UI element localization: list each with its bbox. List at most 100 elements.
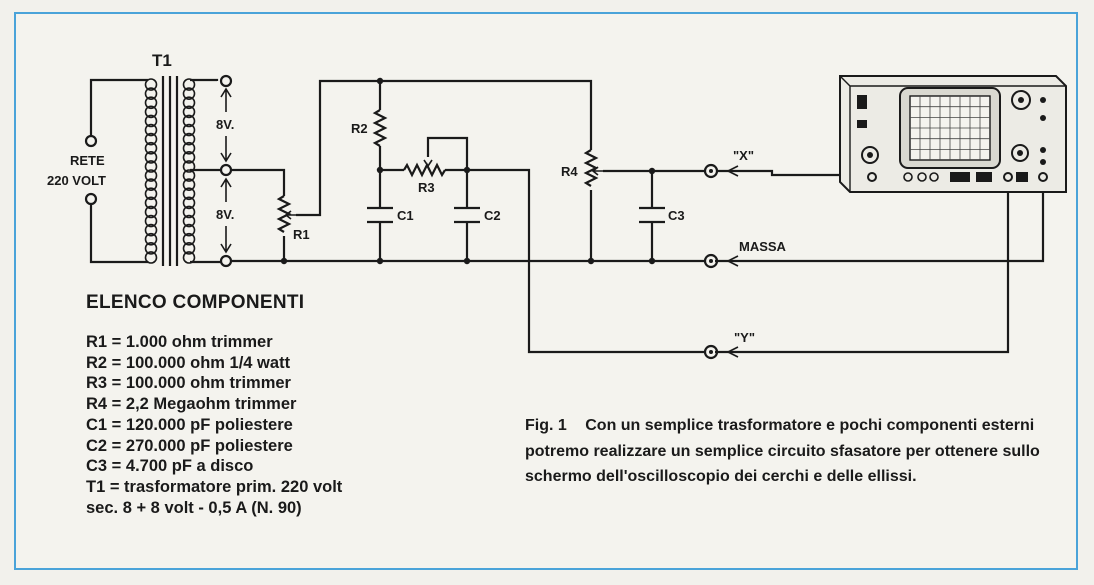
component-list-item: C1 = 120.000 pF poliestere <box>86 415 293 434</box>
transformer-label: T1 <box>152 51 172 70</box>
capacitor-c2-plates <box>454 206 480 224</box>
arrow-y-input <box>726 346 739 358</box>
junction-dot <box>376 166 384 174</box>
primary-coil-turn <box>144 132 158 146</box>
oscilloscope-screen-grid <box>910 96 990 160</box>
oscilloscope-control-knob <box>917 172 927 182</box>
arrow-massa-input <box>726 255 739 267</box>
junction-dot <box>280 257 288 265</box>
oscilloscope-indicator <box>1040 97 1046 103</box>
component-list-item: R1 = 1.000 ohm trimmer <box>86 333 273 351</box>
primary-coil-turn <box>144 105 158 119</box>
terminal-y <box>703 344 719 360</box>
terminal-top <box>219 74 233 88</box>
secondary-wire-top <box>190 78 219 82</box>
primary-coil-turn <box>144 251 158 264</box>
figure-caption-text: Con un semplice trasformatore e pochi co… <box>525 417 1040 485</box>
terminal-massa-center <box>709 259 713 263</box>
primary-coil-turn <box>144 205 158 219</box>
secondary-coil-turn <box>182 242 196 255</box>
secondary-coil-turn <box>182 105 196 119</box>
oscilloscope-knob-top-right <box>1011 90 1031 110</box>
voltage-label-lower: 8V. <box>216 207 234 222</box>
junction-dot <box>376 77 384 85</box>
capacitor-c1-label: C1 <box>397 208 414 223</box>
primary-coil-turn <box>144 169 158 182</box>
secondary-coil-turn <box>182 141 196 155</box>
resistor-r2-label: R2 <box>351 121 368 136</box>
resistor-r2-zigzag <box>372 109 388 147</box>
secondary-coil-turn <box>182 205 196 219</box>
wire-r3-to-y-output <box>445 168 705 354</box>
scope-ground-socket <box>1038 172 1048 182</box>
secondary-coil-turn <box>182 78 196 91</box>
terminal-bottom <box>219 254 233 268</box>
component-list-item: T1 = trasformatore prim. 220 volt <box>86 477 343 496</box>
resistor-r1-zigzag <box>276 195 292 233</box>
secondary-coil-turn <box>182 214 196 228</box>
mains-terminal-bottom <box>84 192 98 206</box>
capacitor-c3-plates <box>639 206 665 224</box>
terminal-x <box>703 163 719 179</box>
component-list-item: R2 = 100.000 ohm 1/4 watt <box>86 353 291 372</box>
oscilloscope-switch-middle <box>857 120 867 128</box>
primary-coil-turn <box>144 214 158 228</box>
wire-y-to-scope <box>715 189 1010 354</box>
mains-wire-bottom <box>89 204 148 264</box>
secondary-coil-turn <box>182 123 196 137</box>
resistor-r3: R3 <box>403 159 446 195</box>
junction-dot <box>648 167 656 175</box>
oscilloscope-indicator <box>1040 115 1046 121</box>
oscilloscope-indicator <box>1040 159 1046 165</box>
resistor-r3-zigzag <box>403 162 446 178</box>
primary-coil-turn <box>144 151 158 164</box>
capacitor-c2: C2 <box>454 206 501 224</box>
oscilloscope-illustration <box>839 75 1067 193</box>
secondary-coil-turn <box>182 160 196 173</box>
secondary-coil-turn <box>182 196 196 210</box>
secondary-coil-turn <box>182 178 196 191</box>
secondary-terminals: 8V. 8V. <box>216 74 234 268</box>
oscilloscope-knob-right-center <box>1017 150 1023 156</box>
oscilloscope-switch-block <box>950 172 970 182</box>
primary-coil-turn <box>144 96 158 110</box>
wire-r3-wiper-c2-branch <box>426 136 469 261</box>
component-list-item: C2 = 270.000 pF poliestere <box>86 436 293 455</box>
capacitor-c3-label: C3 <box>668 208 685 223</box>
secondary-coil-turn <box>182 187 196 201</box>
terminal-y-center <box>709 350 713 354</box>
component-list-item: sec. 8 + 8 volt - 0,5 A (N. 90) <box>86 498 302 517</box>
primary-coil-turn <box>144 178 158 191</box>
secondary-coil-turn <box>182 251 196 264</box>
primary-coil-turn <box>144 160 158 173</box>
secondary-coil-turn <box>182 96 196 110</box>
resistor-r1: R1 <box>276 195 310 242</box>
junction-dot <box>376 257 384 265</box>
arrow-upper-bottom <box>220 136 232 163</box>
component-list-title: ELENCO COMPONENTI <box>86 292 305 313</box>
transformer-t1: T1 <box>144 51 221 266</box>
arrow-lower-bottom <box>220 226 232 254</box>
oscilloscope-knob-left <box>861 146 879 164</box>
mains-wire-top <box>89 78 148 136</box>
oscilloscope-switch-top <box>857 95 867 109</box>
mains-terminal-top <box>84 134 98 148</box>
mains-input: RETE 220 VOLT <box>47 78 148 264</box>
resistor-r2: R2 <box>351 109 388 147</box>
voltage-label-upper: 8V. <box>216 117 234 132</box>
primary-coil-turn <box>144 242 158 255</box>
component-list-item: R4 = 2,2 Megaohm trimmer <box>86 395 297 414</box>
secondary-coil-turn <box>182 169 196 182</box>
secondary-coil-turn <box>182 151 196 164</box>
terminal-x-center <box>709 169 713 173</box>
secondary-coil-turn <box>182 223 196 237</box>
oscilloscope-control-knob <box>903 172 913 182</box>
junctions <box>280 77 656 265</box>
primary-coil-turn <box>144 141 158 155</box>
secondary-coil-turn <box>182 87 196 100</box>
junction-dot <box>587 257 595 265</box>
resistor-r4-zigzag <box>583 149 599 187</box>
component-list-item: C3 = 4.700 pF a disco <box>86 457 254 476</box>
